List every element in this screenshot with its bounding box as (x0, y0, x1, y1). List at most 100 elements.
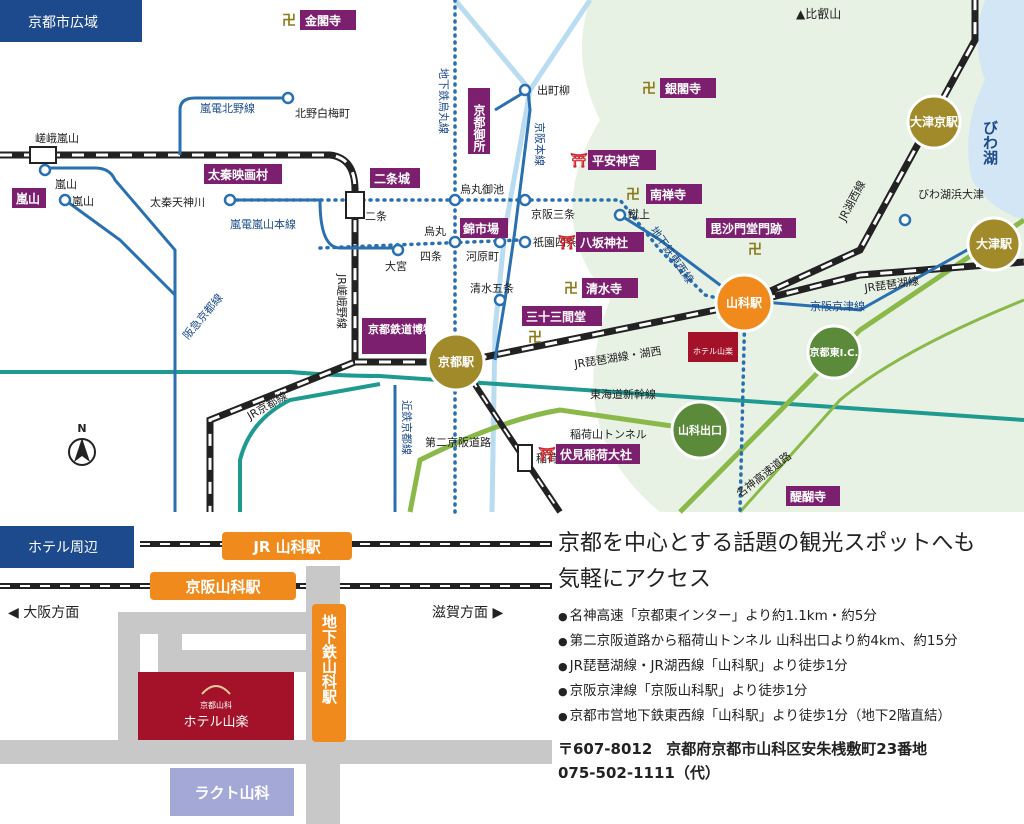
line-daini: 第二京阪道路 (425, 435, 491, 449)
jr-station-label: JR 山科駅 (252, 538, 321, 556)
keihan-station-box (150, 572, 296, 600)
hotel-name-label: ホテル山楽 (183, 714, 248, 730)
keihan-station-label: 京阪山科駅 (185, 578, 261, 596)
access-item: 京都市営地下鉄東西線「山科駅」より徒歩1分（地下2階直結） (558, 704, 1018, 729)
hotel-building (138, 672, 294, 740)
access-item: JR琵琶湖線・JR湖西線「山科駅」より徒歩1分 (558, 654, 1018, 679)
line-randen-kitano: 嵐電北野線 (200, 101, 255, 115)
station-gion: 祇園四条 (533, 235, 577, 249)
sight-gosho: 京都御所 (472, 103, 486, 153)
hotel-marker (688, 332, 738, 362)
station-nijo: 二条 (365, 209, 387, 223)
circle-otsu: 大津駅 (976, 236, 1013, 251)
jr-station-box (222, 532, 352, 560)
sight-nanzenji: 南禅寺 (650, 187, 686, 202)
line-karasuma-subway: 地下鉄烏丸線 (437, 68, 451, 134)
subway-station-box (312, 604, 346, 742)
address-line: 〒607-8012 京都府京都市山科区安朱桟敷町23番地 (558, 737, 1018, 761)
shrine-icon: ⛩ (570, 152, 588, 169)
station-arashiyama-1: 嵐山 (55, 178, 77, 191)
region-title: 京都市広域 (28, 14, 98, 31)
postal-code: 〒607-8012 (558, 740, 653, 758)
circle-otsukyo: 大津京駅 (910, 114, 959, 129)
shrine-icon: ⛩ (558, 234, 576, 251)
hotel-logo-icon (201, 685, 231, 695)
station-karasuma: 烏丸 (424, 224, 446, 238)
tokaido-shinkansen (0, 370, 1024, 422)
station-shijo: 四条 (420, 249, 442, 263)
access-item: 第二京阪道路から稲荷山トンネル 山科出口より約4km、約15分 (558, 629, 1018, 654)
subway-station-label: 地下鉄山科駅 (320, 613, 338, 705)
sight-uzumasa: 太秦映画村 (208, 167, 268, 182)
sight-kiyomizu: 清水寺 (586, 281, 622, 296)
sight-nishiki: 錦市場 (462, 221, 499, 236)
temple-icon: 卍 (564, 281, 578, 297)
lacto-building (170, 768, 294, 816)
lake-biwa (968, 0, 1024, 220)
station-inari: 稲荷 (536, 452, 558, 465)
line-inariyama: 稲荷山トンネル (570, 428, 647, 441)
line-kintetsu: 近鉄京都線 (400, 400, 414, 455)
station-dots (38, 83, 912, 307)
circle-kyoto: 京都駅 (438, 354, 475, 369)
circle-yamashina: 山科駅 (726, 295, 763, 310)
sight-daigoji: 醍醐寺 (790, 489, 826, 504)
station-arashiyama-2: 嵐山 (72, 195, 94, 208)
circle-kyotohigashi: 京都東I.C. (810, 346, 859, 359)
nijo-station-box (345, 191, 365, 219)
line-keihan: 京阪本線 (533, 122, 547, 166)
access-info: 京都を中心とする話題の観光スポットへも 気軽にアクセス 名神高速「京都東インター… (558, 526, 1018, 785)
phone-number: 075-502-1111（代） (558, 764, 720, 782)
saga-station-box (29, 146, 57, 164)
direction-osaka: ◀ 大阪方面 (8, 605, 79, 621)
temple-icon: 卍 (626, 187, 640, 203)
sight-kinkakuji: 金閣寺 (304, 13, 341, 28)
sight-museum: 京都鉄道博物館 (368, 322, 445, 336)
circle-yamashinadeguchi: 山科出口 (678, 423, 722, 437)
station-kiyomizugojo: 清水五条 (470, 281, 514, 295)
line-jr-sagano: JR嵯峨野線 (335, 273, 349, 329)
hotel-area-roads (0, 566, 552, 824)
north-label: N (77, 422, 86, 435)
lacto-label: ラクト山科 (194, 784, 269, 802)
sight-bishamon: 毘沙門堂門跡 (710, 221, 782, 236)
sight-arashiyama: 嵐山 (16, 191, 40, 206)
address: 京都府京都市山科区安朱桟敷町23番地 (666, 740, 928, 758)
mountain-hiei: ▲比叡山 (796, 6, 841, 21)
meishin-expressway (678, 217, 1024, 514)
shinkansen-branch (238, 382, 381, 512)
temple-icon: 卍 (282, 13, 296, 29)
headline-1: 京都を中心とする話題の観光スポットへも (558, 531, 976, 556)
station-saga: 嵯峨嵐山 (35, 132, 79, 145)
sight-yasaka: 八坂神社 (579, 235, 628, 250)
sight-ginkakuji: 銀閣寺 (664, 81, 701, 96)
temple-icon: 卍 (528, 330, 542, 346)
inari-station-box (517, 444, 533, 472)
lake-label: びわ湖 (981, 120, 999, 166)
line-tokaido: 東海道新幹線 (590, 387, 656, 401)
station-uzumasa: 太秦天神川 (150, 195, 205, 209)
access-list: 名神高速「京都東インター」より約1.1km・約5分 第二京阪道路から稲荷山トンネ… (558, 604, 1018, 729)
headline-2: 気軽にアクセス (558, 567, 711, 592)
subway-lines (228, 0, 747, 514)
sight-sanjusangen: 三十三間堂 (526, 309, 586, 324)
hotel-small-label: 京都山科 (200, 700, 232, 710)
hotel-area-title: ホテル周辺 (28, 540, 98, 556)
station-omiya: 大宮 (385, 259, 407, 273)
sight-heian: 平安神宮 (592, 153, 640, 168)
region-title-box (0, 0, 142, 42)
access-item: 名神高速「京都東インター」より約1.1km・約5分 (558, 604, 1018, 629)
station-biwako-hamaotsu: びわ湖浜大津 (918, 187, 984, 201)
station-kitano: 北野白梅町 (295, 106, 350, 120)
access-item: 京阪京津線「京阪山科駅」より徒歩1分 (558, 679, 1018, 704)
direction-shiga: 滋賀方面 ▶ (432, 605, 503, 621)
sight-nijo: 二条城 (374, 171, 410, 186)
station-keage: 蹴上 (628, 207, 650, 221)
station-karasumaoike: 烏丸御池 (460, 182, 504, 196)
station-sanjo: 京阪三条 (531, 207, 575, 221)
takano-river (527, 0, 593, 92)
hotel-area-title-box (0, 526, 134, 568)
hotel-marker-label: ホテル山楽 (693, 346, 733, 356)
station-kawaramachi: 河原町 (466, 250, 499, 263)
